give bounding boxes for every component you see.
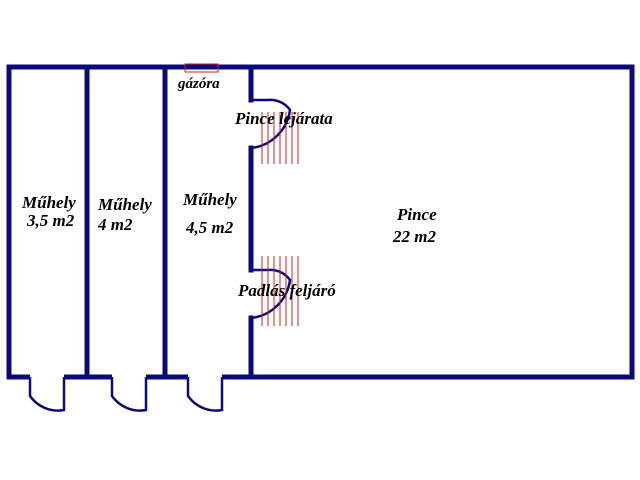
room-2-name: Műhely	[97, 195, 152, 214]
door-pince-lejarata	[250, 98, 292, 150]
room-3-area: 4,5 m2	[185, 218, 234, 237]
bottom-openings	[30, 372, 222, 382]
gas-meter-box	[184, 63, 219, 73]
room-1-area: 3,5 m2	[26, 211, 75, 230]
stairs-up	[261, 256, 299, 326]
stairs-down	[261, 112, 299, 164]
pince-lejarata-label: Pince lejárata	[234, 109, 333, 128]
door-muhely-2	[110, 377, 148, 412]
room-2-area: 4 m2	[97, 215, 133, 234]
interior-doors	[250, 98, 292, 320]
room-4-area: 22 m2	[392, 227, 436, 246]
bottom-doors	[28, 377, 224, 412]
room-1-name: Műhely	[21, 193, 76, 212]
padlas-feljaro-label: Padlás feljáró	[237, 281, 336, 300]
door-muhely-1	[28, 377, 66, 412]
door-padlas-feljaro	[250, 268, 292, 320]
gazora-label: gázóra	[177, 76, 220, 92]
room-3-name: Műhely	[182, 190, 237, 209]
room-4-name: Pince	[396, 205, 437, 224]
door-muhely-3	[186, 377, 224, 412]
